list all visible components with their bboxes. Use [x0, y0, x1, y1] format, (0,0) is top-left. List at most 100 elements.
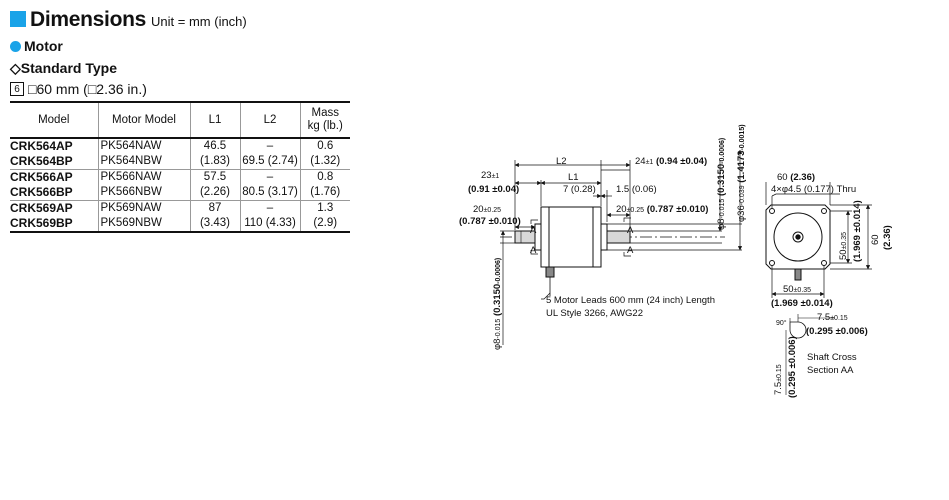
motor-model-cell: PK569NBW: [97, 216, 190, 233]
mass-cell: 0.8: [299, 169, 350, 185]
table-row: CRK569BP PK569NBW (3.43) 110 (4.33) (2.9…: [10, 216, 350, 233]
dim-24: 24±1 (0.94 ±0.04): [635, 156, 707, 167]
blue-square-icon: [10, 11, 26, 27]
front-height-60-in: (2.36): [882, 225, 893, 250]
dim-20-left: 20±0.25: [473, 204, 501, 215]
motor-model-cell: PK569NAW: [97, 200, 190, 216]
l1-cell: 46.5: [189, 137, 240, 154]
unit-note: Unit = mm (inch): [151, 14, 247, 29]
motor-model-cell: PK566NBW: [97, 185, 190, 201]
section-label-2: Section AA: [807, 365, 854, 376]
l2-cell: –: [239, 169, 300, 185]
leads-label-2: UL Style 3266, AWG22: [546, 308, 643, 319]
table-row: CRK566AP PK566NAW 57.5 – 0.8: [10, 169, 350, 185]
page-title: Dimensions: [30, 8, 147, 31]
dim-23-in: (0.91 ±0.04): [468, 184, 519, 195]
square-icon: □: [87, 81, 97, 97]
dimension-lines: [500, 149, 743, 345]
section-a-label: A: [530, 225, 537, 236]
shaft-dia-left: φ8-0.015 (0.3150-0.0006): [492, 258, 503, 350]
dim-7-5-in: (0.295 ±0.006): [806, 326, 868, 337]
col-l2: L2: [239, 101, 300, 139]
model-cell: CRK566BP: [10, 185, 73, 199]
shaft-dia-right: φ8-0.015 (0.3150-0.0006): [716, 138, 727, 230]
frame-size: 6 □60 mm (□2.36 in.): [10, 81, 147, 97]
front-50-horizontal: 50±0.35: [783, 284, 811, 295]
col-l1: L1: [189, 101, 240, 139]
shaft-section-labels: 90° 7.5±0.15 (0.295 ±0.006) 7.5±0.15 (0.…: [773, 312, 868, 398]
mass-cell: (2.9): [299, 216, 350, 233]
table-row: CRK569AP PK569NAW 87 – 1.3: [10, 200, 350, 216]
holes-label: 4×φ4.5 (0.177) Thru: [771, 184, 856, 195]
front-50-vertical: 50±0.35: [838, 232, 849, 260]
frame-badge: 6: [10, 82, 24, 96]
l2-cell: –: [239, 200, 300, 216]
table-row: CRK564AP PK564NAW 46.5 – 0.6: [10, 137, 350, 154]
col-model: Model: [10, 101, 98, 139]
motor-model-cell: PK564NAW: [97, 137, 190, 154]
l2-cell: –: [239, 137, 300, 154]
table-row: CRK564BP PK564NBW (1.83) 69.5 (2.74) (1.…: [10, 154, 350, 170]
leads-label-1: 5 Motor Leads 600 mm (24 inch) Length: [546, 295, 715, 306]
motor-model-cell: PK564NBW: [97, 154, 190, 170]
dim-7-5-vertical: 7.5±0.15: [773, 364, 784, 395]
frame-size-in: 2.36 in.): [96, 81, 147, 97]
model-cell: CRK569BP: [10, 216, 98, 233]
model-cell: CRK564AP: [10, 137, 98, 154]
mass-cell: (1.76): [299, 185, 350, 201]
motor-side-view: [500, 206, 725, 296]
front-dimension-lines: [765, 182, 872, 298]
section-a-label: A: [627, 225, 634, 236]
l1-cell: 87: [189, 200, 240, 216]
dim-7: 7 (0.28): [563, 184, 596, 195]
section-a-label: A: [627, 245, 634, 256]
model-cell: CRK566AP: [10, 169, 98, 185]
l2-cell: 80.5 (3.17): [239, 185, 300, 201]
mass-cell: (1.32): [299, 154, 350, 170]
section-a-label: A: [530, 245, 537, 256]
l2-cell: 69.5 (2.74): [239, 154, 300, 170]
front-width-label: 60 (2.36): [777, 172, 815, 183]
l1-cell: (2.26): [189, 185, 240, 201]
table-row: CRK566BP PK566NBW (2.26) 80.5 (3.17) (1.…: [10, 185, 350, 201]
section-label-1: Shaft Cross: [807, 352, 857, 363]
col-motor-model: Motor Model: [97, 101, 190, 139]
model-cell: CRK569AP: [10, 200, 98, 216]
blue-dot-icon: [10, 40, 21, 52]
shaft-section: [785, 314, 835, 395]
dim-7-5: 7.5±0.15: [817, 312, 848, 323]
motor-heading: Motor: [10, 38, 63, 54]
l2-label: L2: [556, 156, 567, 167]
motor-model-cell: PK566NAW: [97, 169, 190, 185]
l1-label: L1: [568, 172, 579, 183]
dim-23: 23±1: [481, 170, 499, 181]
pilot-dia: φ36-0.039 (1.4173-0.0015): [736, 124, 747, 222]
dim-20-left-in: (0.787 ±0.010): [459, 216, 521, 227]
motor-label: Motor: [24, 38, 63, 54]
l2-cell: 110 (4.33): [239, 216, 300, 233]
l1-cell: (1.83): [189, 154, 240, 170]
square-icon: □: [28, 81, 37, 97]
model-cell: CRK564BP: [10, 154, 73, 168]
motor-front-view: [765, 204, 831, 281]
front-50-vertical-in: (1.969 ±0.014): [852, 200, 863, 262]
l1-cell: (3.43): [189, 216, 240, 233]
frame-size-mm: 60 mm (: [36, 81, 88, 97]
dim-20-right: 20±0.25 (0.787 ±0.010): [616, 204, 708, 215]
standard-type-heading: ◇Standard Type: [10, 60, 117, 77]
front-view-labels: 60 (2.36) 4×φ4.5 (0.177) Thru 50±0.35 (1…: [771, 172, 893, 309]
side-view-labels: L2 L1 23±1 (0.91 ±0.04) 24±1 (0.94 ±0.04…: [459, 124, 747, 350]
front-height-60: 60: [870, 234, 881, 245]
angle-label: 90°: [776, 319, 787, 327]
mass-cell: 0.6: [299, 137, 350, 154]
diamond-icon: ◇: [10, 60, 21, 76]
mass-cell: 1.3: [299, 200, 350, 216]
standard-type-label: Standard Type: [20, 60, 117, 76]
dim-1-5: 1.5 (0.06): [616, 184, 657, 195]
section-header: Dimensions Unit = mm (inch): [10, 8, 247, 32]
front-50-horizontal-in: (1.969 ±0.014): [771, 298, 833, 309]
